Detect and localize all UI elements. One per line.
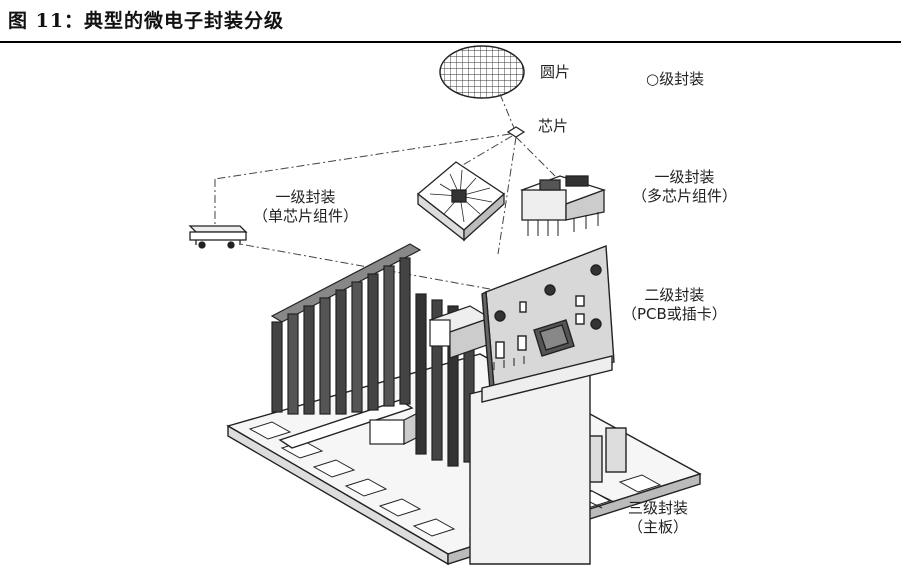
chip-graphic [506, 126, 526, 138]
single-chip-module-graphic [188, 225, 248, 249]
label-level1-multi-line2: （多芯片组件） [632, 187, 738, 205]
label-level0: ○级封装 [646, 70, 705, 88]
connection-lines [214, 93, 556, 290]
heat-sink-graphic [270, 243, 492, 467]
label-level1-multi: 一级封装 （多芯片组件） [632, 168, 737, 206]
label-level1-multi-line1: 一级封装 [654, 168, 715, 186]
label-level2: 二级封装 （PCB或插卡） [622, 286, 727, 324]
label-level3: 三级封装 （主板） [628, 499, 688, 537]
multi-chip-module-graphic [519, 175, 607, 236]
figure-title: 图 11：典型的微电子封装分级 [8, 10, 285, 32]
pcb-card-graphic [469, 245, 615, 565]
label-level2-line1: 二级封装 [644, 286, 705, 304]
label-level3-line1: 三级封装 [628, 499, 689, 517]
title-underline [0, 41, 901, 43]
label-level1-single: 一级封装 （单芯片组件） [253, 188, 358, 226]
label-chip: 芯片 [538, 117, 569, 135]
label-level3-line2: （主板） [628, 518, 689, 536]
packaging-diagram [188, 45, 702, 566]
chip-carrier-graphic [416, 161, 506, 242]
wafer-graphic [439, 45, 525, 99]
label-level1-single-line2: （单芯片组件） [253, 207, 359, 225]
label-wafer: 圆片 [540, 63, 571, 81]
label-level1-single-line1: 一级封装 [275, 188, 336, 206]
label-level2-line2: （PCB或插卡） [622, 305, 727, 323]
